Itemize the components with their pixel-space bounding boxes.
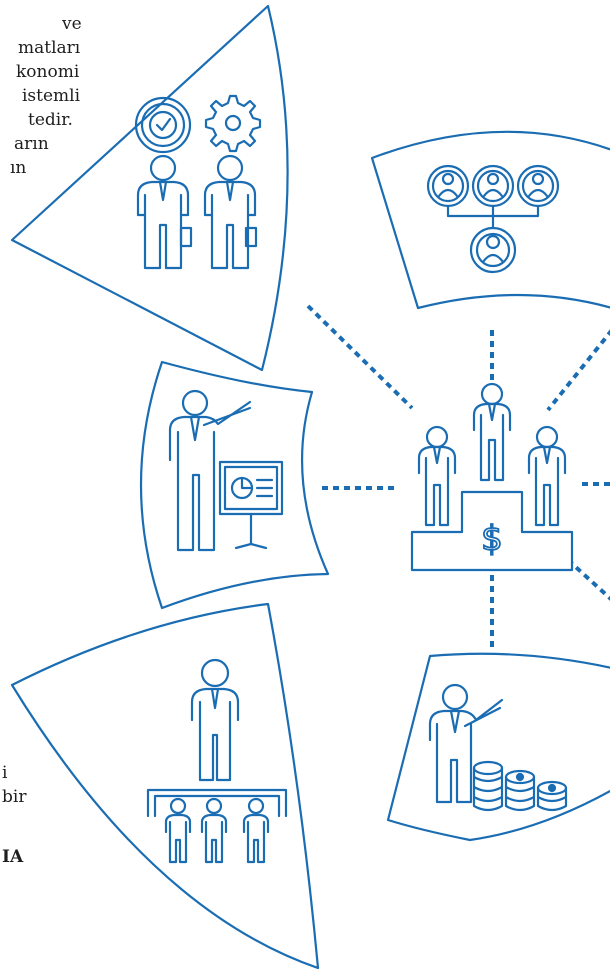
text-fragment-arin: arın — [14, 134, 49, 154]
text-fragment-ve: ve — [62, 14, 82, 34]
text-fragment-i: i — [2, 763, 8, 783]
segment-bottom-right-frame — [386, 652, 610, 842]
text-fragment-bir: bir — [2, 787, 27, 807]
businessman-with-coin-stacks-icon — [428, 683, 568, 812]
text-fragment-ia: IA — [2, 847, 24, 867]
text-fragment-tedir: tedir. — [28, 110, 73, 130]
dollar-symbol: $ — [481, 519, 503, 559]
text-fragment-konomi: konomi — [16, 62, 80, 82]
podium-with-three-businessmen-and-dollar-icon — [410, 382, 574, 572]
segment-bottom-left — [10, 602, 320, 969]
dotted-connectors — [306, 304, 610, 650]
segment-top-left-frame — [10, 4, 289, 372]
segment-top-right — [370, 130, 610, 310]
team-hierarchy-circles-icon — [426, 164, 560, 274]
connector-top-left — [306, 304, 414, 410]
presenter-with-chart-board-icon — [168, 389, 284, 552]
segment-middle-left — [139, 360, 330, 610]
two-businessmen-with-clock-and-gear-icon — [134, 94, 262, 270]
segment-middle-left-frame — [139, 360, 330, 610]
segment-top-right-frame — [370, 130, 610, 310]
connector-top-right — [546, 329, 610, 412]
text-fragment-in: ın — [10, 158, 27, 178]
manager-over-three-employees-icon — [146, 658, 288, 864]
text-fragment-matlari: matları — [18, 38, 81, 58]
text-fragment-istemli: istemli — [22, 86, 81, 106]
segment-top-left — [10, 4, 289, 372]
segment-bottom-right — [386, 652, 610, 842]
connector-bottom-right — [566, 558, 610, 601]
segment-bottom-left-frame — [10, 602, 320, 969]
